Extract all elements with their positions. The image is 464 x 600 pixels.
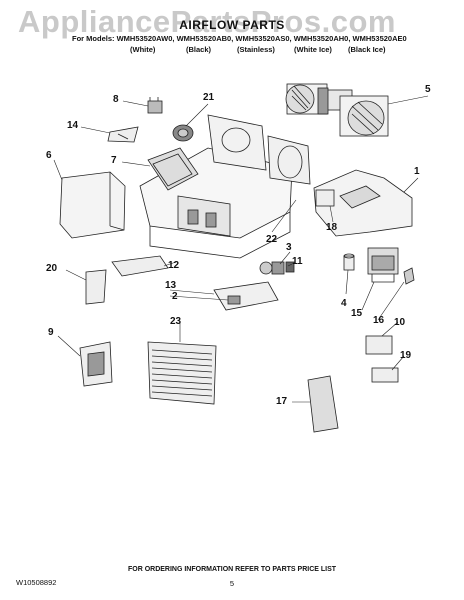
callout-4: 4 <box>341 298 347 309</box>
callout-19: 19 <box>400 350 412 361</box>
watermark: AppliancePartsPros.com <box>18 4 396 39</box>
part-2-tab <box>227 295 241 305</box>
part-22-lamp <box>259 261 295 275</box>
part-1-duct <box>313 169 413 237</box>
part-15-transformer <box>367 247 399 283</box>
callout-20: 20 <box>46 263 58 274</box>
models-line: For Models: WMH53520AW0, WMH53520AB0, WM… <box>72 34 407 43</box>
callout-17: 17 <box>276 396 288 407</box>
callout-16: 16 <box>373 315 385 326</box>
callout-6: 6 <box>46 150 52 161</box>
callout-3: 3 <box>286 242 292 253</box>
leader-lines <box>53 95 429 403</box>
part-23-grille <box>147 341 217 405</box>
part-8-fitting <box>147 97 163 114</box>
part-14-clip <box>107 126 139 143</box>
part-4-cylinder <box>343 253 355 271</box>
callout-2: 2 <box>172 291 178 302</box>
variant-white: (White) <box>130 45 156 54</box>
callout-14: 14 <box>67 120 79 131</box>
part-17-louver <box>307 375 339 433</box>
variant-black: (Black) <box>186 45 212 54</box>
air-duct-chassis <box>139 114 311 259</box>
part-10-label <box>365 335 393 355</box>
callout-12: 12 <box>168 260 180 271</box>
callout-15: 15 <box>351 308 363 319</box>
blower-assembly <box>285 83 389 137</box>
variant-stainless: (Stainless) <box>237 45 275 54</box>
callout-9: 9 <box>48 327 54 338</box>
part-13-bracket <box>213 281 279 311</box>
part-9-bracket <box>79 341 113 387</box>
callout-22: 22 <box>266 234 278 245</box>
callout-1: 1 <box>414 166 420 177</box>
callout-10: 10 <box>394 317 406 328</box>
callout-23: 23 <box>170 316 182 327</box>
callout-21: 21 <box>203 92 215 103</box>
part-19-plate <box>371 367 399 383</box>
variant-white-ice: (White Ice) <box>294 45 332 54</box>
callout-13: 13 <box>165 280 177 291</box>
callout-7: 7 <box>111 155 117 166</box>
doc-number: W10508892 <box>16 578 57 587</box>
page-title: AIRFLOW PARTS <box>179 18 285 32</box>
part-16-clip <box>403 267 415 285</box>
variant-black-ice: (Black Ice) <box>348 45 386 54</box>
part-21-fan-blade <box>172 124 194 142</box>
part-20-plate <box>85 269 107 305</box>
part-12-bracket <box>111 255 169 277</box>
callout-18: 18 <box>326 222 338 233</box>
ordering-note: FOR ORDERING INFORMATION REFER TO PARTS … <box>127 566 337 573</box>
part-6-side-panel <box>59 171 126 239</box>
page-number: 5 <box>229 579 235 588</box>
part-18-plate <box>315 189 335 207</box>
callout-8: 8 <box>113 94 119 105</box>
callout-5: 5 <box>425 84 431 95</box>
callout-11: 11 <box>292 256 303 267</box>
